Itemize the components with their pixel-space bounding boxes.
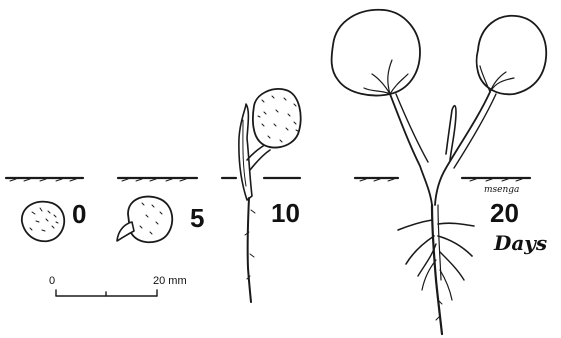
stage-label-0: 0: [72, 199, 86, 229]
ground-line-stage-5: [118, 178, 197, 181]
ground-line-stage-20: [355, 178, 530, 181]
seed-day-0: [22, 202, 64, 242]
scale-end-label: 20 mm: [153, 275, 187, 287]
scale-bar: [56, 290, 157, 296]
seedling-day-20: [332, 10, 547, 334]
stage-label-5: 5: [190, 203, 204, 233]
scale-start-label: 0: [49, 275, 55, 287]
seed-day-5: [117, 197, 172, 243]
seedling-day-10: [239, 89, 301, 302]
artist-signature: msenga: [484, 185, 519, 195]
days-label: Days: [493, 231, 547, 255]
stage-label-10: 10: [271, 198, 300, 228]
stage-label-20: 20: [490, 198, 519, 228]
ground-line-stage-0: [6, 178, 83, 181]
